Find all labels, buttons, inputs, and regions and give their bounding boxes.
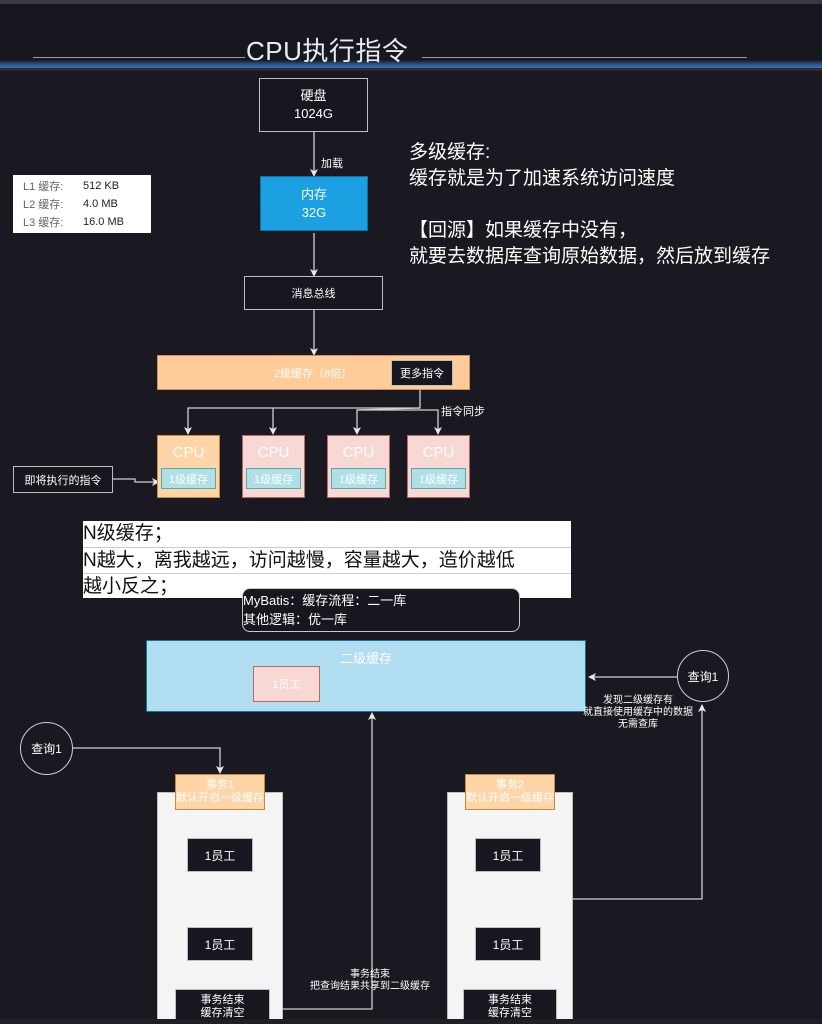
memory-name: 内存 — [300, 186, 327, 202]
cpu-label: CPU — [342, 444, 375, 461]
message-bus-label: 消息总线 — [291, 288, 336, 300]
transaction-1-end-node[interactable]: 事务结束 缓存清空 — [175, 989, 270, 1024]
query-left-label: 查询1 — [31, 742, 62, 756]
query-right-label: 查询1 — [687, 669, 719, 684]
l1-cache: 1级缓存 — [161, 468, 216, 489]
page-title: CPU执行指令 — [246, 36, 409, 66]
fallback-line-1: 【回源】如果缓存中没有， — [409, 220, 638, 241]
memory-node[interactable]: 内存 32G — [260, 176, 368, 231]
pending-instruction-label: 即将执行的指令 — [24, 474, 102, 487]
transaction-title: 事务1 — [205, 779, 235, 791]
employee-label: 1员工 — [204, 937, 236, 952]
n-level-line: N级缓存； — [83, 521, 571, 548]
cache-info-row: L3 缓存:16.0 MB — [23, 216, 124, 229]
disk-node[interactable]: 硬盘 1024G — [259, 78, 368, 132]
transaction-subtitle: 默认开启一级缓存 — [176, 792, 264, 804]
l2-cache-node[interactable]: 2级缓存（8倍） 更多指令 — [157, 355, 470, 390]
n-level-line: N越大，离我越远，访问越慢，容量越大，造价越低 — [83, 548, 571, 574]
employee-record[interactable]: 1员工 — [187, 838, 253, 872]
employee-record[interactable]: 1员工 — [475, 927, 541, 961]
memory-size: 32G — [301, 204, 327, 220]
more-instructions-label: 更多指令 — [400, 368, 444, 380]
multi-cache-desc: 缓存就是为了加速系统访问速度 — [409, 168, 676, 189]
n-level-cache-note: N级缓存； N越大，离我越远，访问越慢，容量越大，造价越低 越小反之； — [83, 521, 571, 598]
cpu-label: CPU — [257, 444, 290, 461]
window-top-border — [0, 0, 822, 4]
header-divider — [0, 68, 822, 71]
employee-label: 1员工 — [204, 848, 236, 863]
query-right-node[interactable]: 查询1 — [677, 650, 729, 702]
pending-instruction-node[interactable]: 即将执行的指令 — [13, 466, 113, 493]
transaction-end-line: 缓存清空 — [488, 1007, 532, 1019]
cache-info-row: L1 缓存:512 KB — [23, 180, 120, 193]
cpu-node-4[interactable]: CPU 1级缓存 — [407, 435, 470, 498]
window-bottom-border — [0, 1019, 822, 1024]
transaction-1-header[interactable]: 事务1 默认开启一级缓存 — [175, 774, 265, 810]
more-instr-to-cpu3-arrow — [353, 407, 421, 435]
query-left-node[interactable]: 查询1 — [20, 722, 73, 775]
transaction-end-line: 事务结束 — [488, 994, 532, 1006]
title-rule-left — [33, 57, 245, 58]
l2-cache-label: 2级缓存（8倍） — [273, 368, 353, 380]
employee-label: 1员工 — [492, 937, 524, 952]
more-instr-to-cpu4-arrow — [357, 409, 442, 435]
txn1-end-to-cache-arrow — [282, 712, 376, 1010]
employee-record[interactable]: 1员工 — [475, 838, 541, 872]
l1-cache: 1级缓存 — [411, 468, 466, 489]
transaction-end-line: 缓存清空 — [200, 1007, 245, 1019]
cpu-node-3[interactable]: CPU 1级缓存 — [327, 435, 390, 498]
cached-employee-label: 1员工 — [272, 679, 301, 691]
share-note-line: 把查询结果共享到二级缓存 — [310, 981, 430, 992]
second-level-cache-node[interactable]: 二级缓存 1员工 — [146, 640, 586, 712]
mybatis-note: MyBatis：缓存流程：二一库 其他逻辑：优一库 — [242, 588, 520, 632]
query-left-to-txn1-arrow — [73, 747, 224, 774]
instruction-sync-label: 指令同步 — [441, 406, 485, 418]
cached-employee[interactable]: 1员工 — [253, 666, 320, 702]
share-note-line: 事务结束 — [350, 969, 390, 980]
cache-hit-line: 无需查库 — [618, 719, 658, 730]
l1-cache: 1级缓存 — [246, 468, 301, 489]
message-bus-node[interactable]: 消息总线 — [244, 276, 383, 310]
l1-cache: 1级缓存 — [331, 468, 386, 489]
cpu-label: CPU — [172, 444, 205, 461]
transaction-2-end-node[interactable]: 事务结束 缓存清空 — [463, 989, 557, 1024]
disk-name: 硬盘 — [300, 88, 327, 103]
cache-hit-note: 发现二级缓存有 就直接使用缓存中的数据 无需查库 — [578, 695, 698, 731]
transaction-title: 事务2 — [495, 779, 525, 791]
transaction-end-line: 事务结束 — [200, 994, 245, 1006]
pending-to-cpu1-arrow — [113, 478, 160, 486]
disk-size: 1024G — [293, 106, 334, 121]
transaction-1-panel[interactable] — [157, 792, 283, 1024]
cpu-node-2[interactable]: CPU 1级缓存 — [242, 435, 305, 498]
multi-cache-title: 多级缓存: — [409, 142, 491, 163]
transaction-2-header[interactable]: 事务2 默认开启一级缓存 — [465, 774, 555, 810]
fallback-line-2: 就要去数据库查询原始数据，然后放到缓存 — [409, 246, 771, 267]
cpu-node-1[interactable]: CPU 1级缓存 — [157, 435, 220, 498]
title-rule-right — [422, 57, 747, 58]
mybatis-note-line: 其他逻辑：优一库 — [243, 612, 348, 627]
share-to-cache-note: 事务结束 把查询结果共享到二级缓存 — [300, 969, 440, 993]
n-level-line: 越小反之； — [83, 576, 179, 597]
more-instructions-node[interactable]: 更多指令 — [391, 360, 453, 386]
load-label: 加载 — [321, 158, 343, 170]
txn2-to-query-right-arrow — [572, 704, 706, 900]
multi-cache-note: 多级缓存: 缓存就是为了加速系统访问速度 【回源】如果缓存中没有， 就要去数据库… — [409, 140, 822, 270]
employee-label: 1员工 — [492, 848, 524, 863]
cache-info-row: L2 缓存:4.0 MB — [23, 198, 118, 211]
transaction-subtitle: 默认开启一级缓存 — [466, 792, 554, 804]
more-instr-to-cpu1-arrow — [184, 387, 421, 435]
cache-hit-line: 就直接使用缓存中的数据 — [583, 707, 693, 718]
cpu-cache-info-table: L1 缓存:512 KB L2 缓存:4.0 MB L3 缓存:16.0 MB — [13, 175, 151, 233]
mybatis-note-line: MyBatis：缓存流程：二一库 — [243, 593, 407, 608]
second-level-cache-label: 二级缓存 — [339, 651, 392, 666]
header-glow — [0, 60, 822, 68]
cpu-label: CPU — [422, 444, 455, 461]
cache-hit-line: 发现二级缓存有 — [603, 695, 673, 706]
employee-record[interactable]: 1员工 — [187, 927, 253, 961]
